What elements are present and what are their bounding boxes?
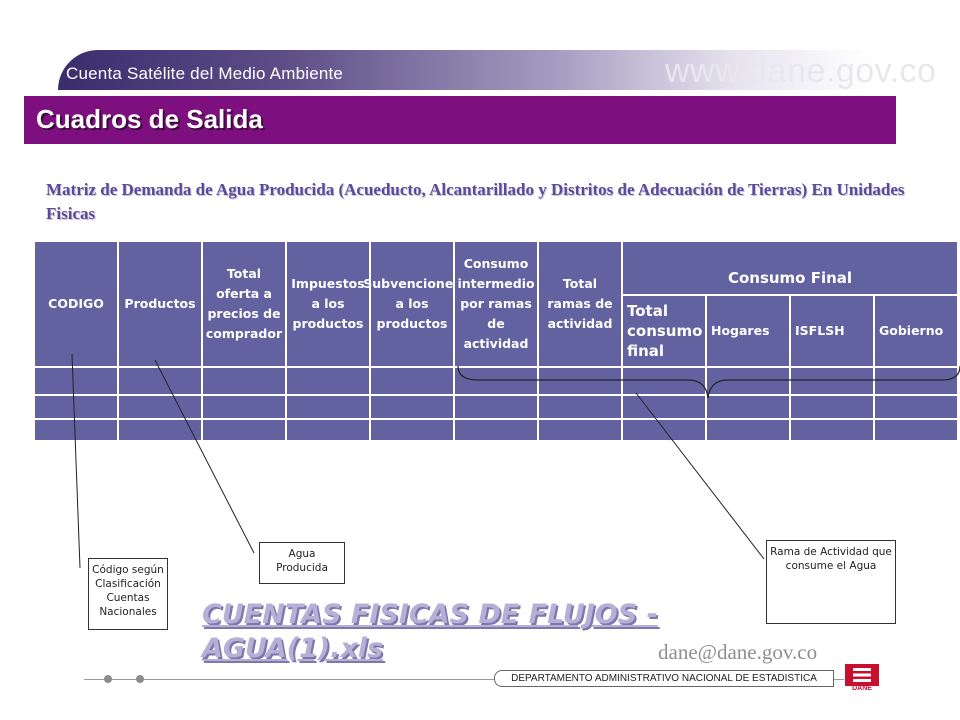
leader-line-productos [154, 359, 255, 554]
col-header-impuestos: Impuestos a los productos [286, 241, 370, 367]
col-header-isflsh: ISFLSH [790, 295, 874, 367]
table-cell [874, 367, 958, 395]
col-header-productos: Productos [118, 241, 202, 367]
callout-agua-producida: Agua Producida [259, 542, 345, 584]
callout-rama-actividad: Rama de Actividad que consume el Agua [766, 540, 896, 624]
header-band [58, 50, 960, 90]
dane-logo-icon [845, 664, 879, 686]
table-cell [706, 395, 790, 419]
table-cell [202, 367, 286, 395]
table-cell [370, 367, 454, 395]
table-cell [118, 367, 202, 395]
table-cell [286, 419, 370, 441]
table-cell [118, 395, 202, 419]
col-header-codigo: CODIGO [34, 241, 118, 367]
dane-logo-text: DANE [852, 685, 872, 692]
brace-consumo [457, 365, 960, 399]
matrix-title: Matriz de Demanda de Agua Producida (Acu… [46, 180, 905, 223]
contact-email: dane@dane.gov.co [658, 640, 818, 664]
table-cell [286, 367, 370, 395]
callout-codigo: Código según Clasificación Cuentas Nacio… [88, 558, 168, 630]
table-cell [454, 395, 538, 419]
excel-file-link[interactable]: CUENTAS FISICAS DE FLUJOS - AGUA(1).xls [202, 599, 658, 664]
table-cell [790, 367, 874, 395]
table-cell [34, 395, 118, 419]
table-cell [202, 395, 286, 419]
leader-line-ramas [635, 392, 765, 560]
col-header-hogares: Hogares [706, 295, 790, 367]
footer-dot [104, 675, 112, 683]
page-title: Cuadros de Salida [36, 104, 263, 134]
table-cell [454, 419, 538, 441]
footer-divider [84, 679, 844, 680]
col-header-total-ramas: Total ramas de actividad [538, 241, 622, 367]
table-cell [538, 419, 622, 441]
title-bar [24, 96, 896, 144]
col-header-gobierno: Gobierno [874, 295, 958, 367]
table-cell [622, 395, 706, 419]
table-cell [538, 395, 622, 419]
col-header-total-consumo-final: Total consumo final [622, 295, 706, 367]
table-cell [874, 419, 958, 441]
table-cell [874, 395, 958, 419]
table-cell [34, 367, 118, 395]
col-header-consumo-intermedio: Consumo intermedio por ramas de activida… [454, 241, 538, 367]
table-cell [538, 367, 622, 395]
table-cell [790, 419, 874, 441]
table-cell [118, 419, 202, 441]
table-cell [622, 367, 706, 395]
table-cell [454, 367, 538, 395]
site-url-watermark: www.dane.gov.co [665, 52, 937, 90]
col-group-consumo-final: Consumo Final [622, 241, 958, 295]
table-cell [790, 395, 874, 419]
footer-department: DEPARTAMENTO ADMINISTRATIVO NACIONAL DE … [494, 670, 834, 687]
header-subtitle: Cuenta Satélite del Medio Ambiente [66, 64, 344, 83]
col-header-total-oferta: Total oferta a precios de comprador [202, 241, 286, 367]
col-header-subvenciones: Subvenciones a los productos [363, 241, 461, 367]
table-cell [202, 419, 286, 441]
demand-matrix-table: CODIGO Productos Total oferta a precios … [34, 241, 958, 441]
table-cell [706, 419, 790, 441]
footer-dot [136, 675, 144, 683]
table-cell [34, 419, 118, 441]
leader-line-codigo [71, 353, 81, 569]
table-cell [370, 395, 454, 419]
table-cell [370, 419, 454, 441]
table-cell [286, 395, 370, 419]
